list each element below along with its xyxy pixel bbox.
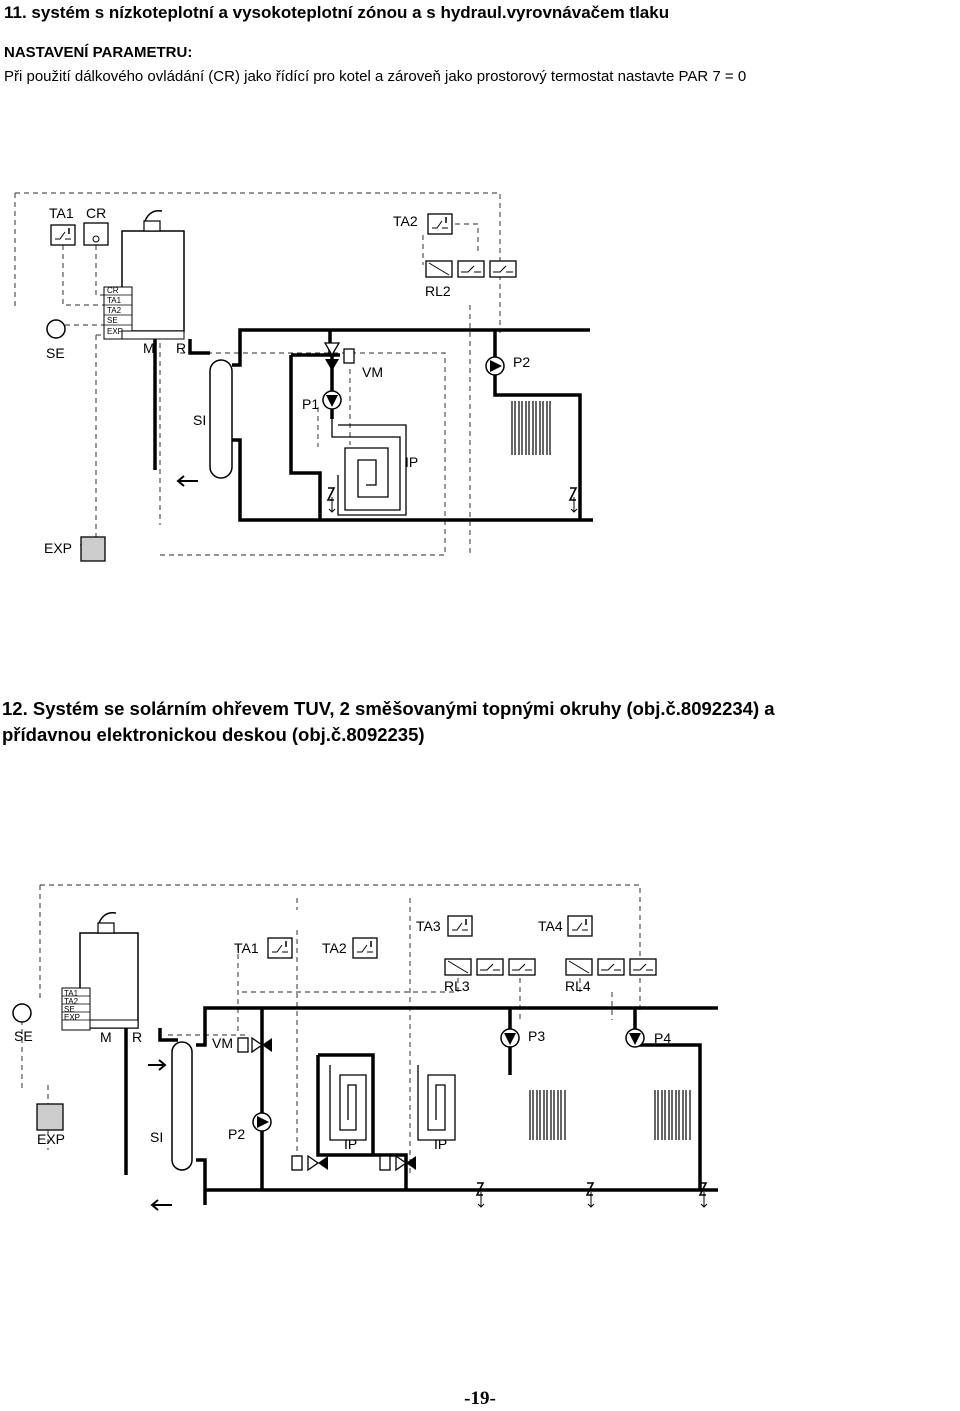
terminal-se: SE [107, 316, 118, 325]
label-ta1: TA1 [234, 940, 259, 956]
label-ip-2: IP [434, 1136, 447, 1152]
label-p2: P2 [228, 1126, 245, 1142]
label-exp: EXP [44, 540, 72, 556]
label-vm: VM [362, 364, 383, 380]
label-p3: P3 [528, 1028, 545, 1044]
label-rl3: RL3 [444, 978, 470, 994]
terminal-ta1: TA1 [64, 989, 79, 998]
label-si: SI [193, 412, 206, 428]
label-m: M [143, 340, 155, 356]
label-m: M [100, 1029, 112, 1045]
label-ta4: TA4 [538, 918, 563, 934]
label-rl2: RL2 [425, 283, 451, 299]
terminal-se: SE [64, 1005, 75, 1014]
label-p2: P2 [513, 354, 530, 370]
label-r: R [132, 1029, 142, 1045]
page-number: -19- [464, 1388, 496, 1409]
label-rl4: RL4 [565, 978, 591, 994]
label-p4: P4 [654, 1030, 671, 1046]
diagram-11: TA1 CR TA2 RL2 SE M R VM P1 P2 SI IP EXP… [14, 192, 593, 562]
section-11-title: 11. systém s nízkoteplotní a vysokoteplo… [4, 3, 670, 22]
terminal-ta2: TA2 [64, 997, 79, 1006]
terminal-exp: EXP [64, 1013, 80, 1022]
diagram-12: TA1 TA2 TA3 TA4 RL3 RL4 SE M R VM P2 P3 … [12, 884, 718, 1211]
label-si: SI [150, 1129, 163, 1145]
section-12-title-line2: přídavnou elektronickou deskou (obj.č.80… [2, 724, 425, 745]
label-se: SE [14, 1028, 33, 1044]
label-ta2: TA2 [393, 213, 418, 229]
label-p1: P1 [302, 396, 319, 412]
section-12-title-line1: 12. Systém se solárním ohřevem TUV, 2 sm… [2, 698, 775, 719]
label-ta2: TA2 [322, 940, 347, 956]
label-ta1: TA1 [49, 205, 74, 221]
terminal-exp: EXP [107, 327, 123, 336]
parameter-settings-heading: NASTAVENÍ PARAMETRU: [4, 44, 193, 61]
label-cr: CR [86, 205, 106, 221]
label-se: SE [46, 345, 65, 361]
label-ta3: TA3 [416, 918, 441, 934]
label-r: R [176, 340, 186, 356]
label-exp: EXP [37, 1131, 65, 1147]
label-ip: IP [405, 454, 418, 470]
label-vm: VM [212, 1035, 233, 1051]
terminal-ta2: TA2 [107, 306, 122, 315]
parameter-instruction-text: Při použití dálkového ovládání (CR) jako… [4, 68, 747, 85]
terminal-cr: CR [107, 286, 119, 295]
terminal-ta1: TA1 [107, 296, 122, 305]
label-ip-1: IP [344, 1136, 357, 1152]
